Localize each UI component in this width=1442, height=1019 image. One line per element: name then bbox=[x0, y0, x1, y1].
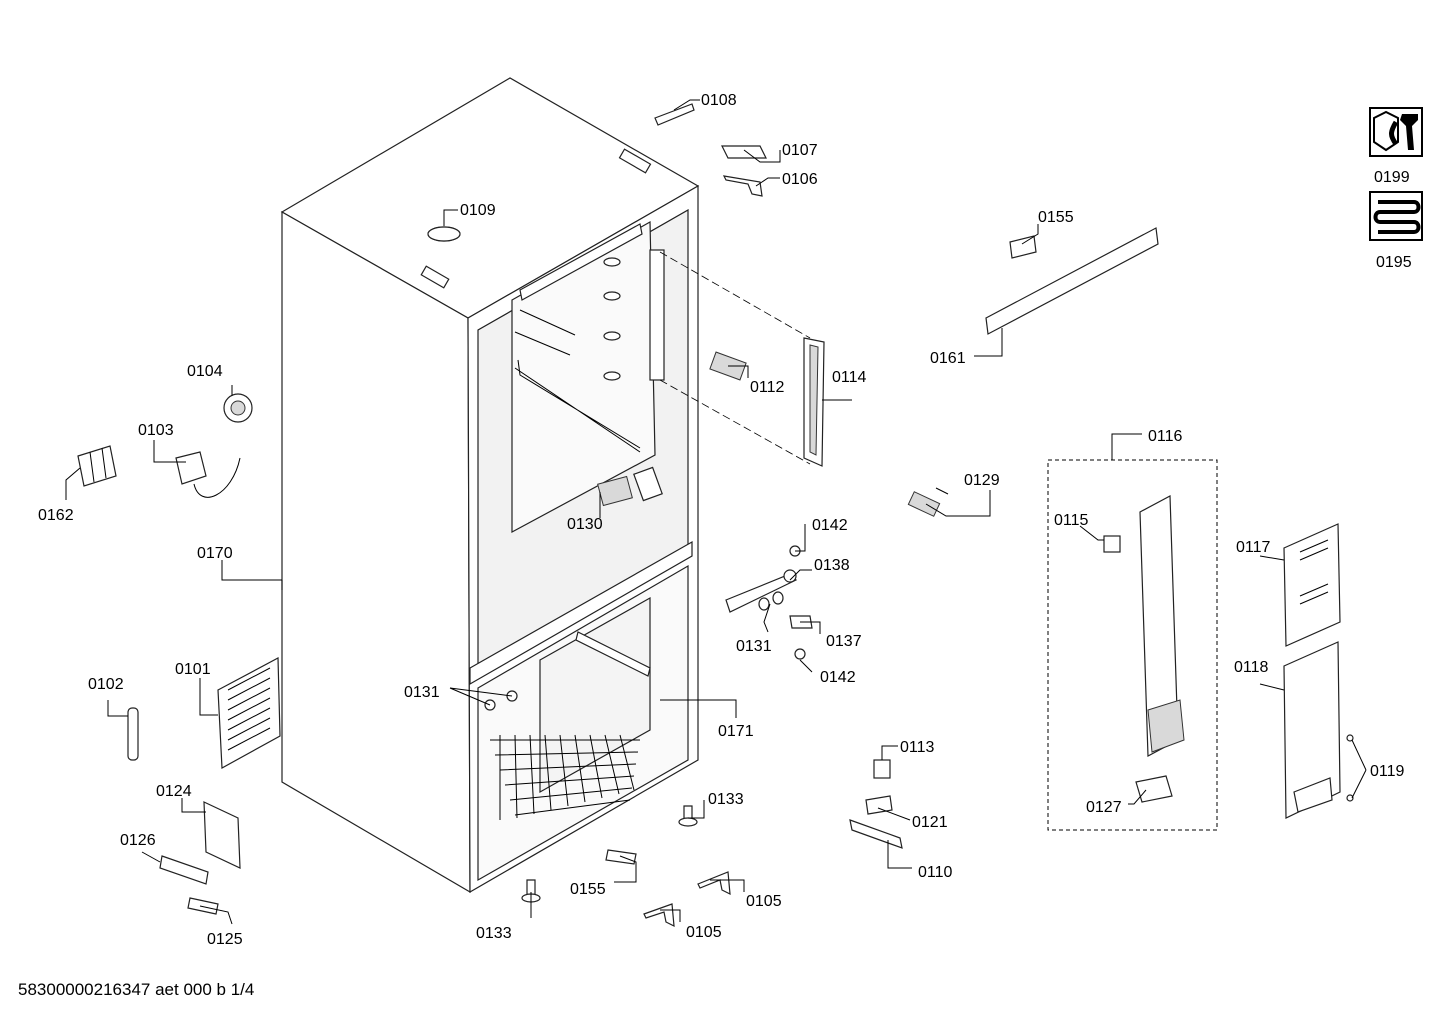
label-0108: 0108 bbox=[701, 92, 737, 109]
label-0137: 0137 bbox=[826, 633, 862, 650]
document-footer: 58300000216347 aet 000 b 1/4 bbox=[18, 980, 255, 999]
label-0162: 0162 bbox=[38, 507, 74, 524]
evaporator-coils bbox=[490, 734, 640, 820]
label-0155-lower: 0155 bbox=[570, 881, 606, 898]
label-0121: 0121 bbox=[912, 814, 948, 831]
label-0105-right: 0105 bbox=[746, 893, 782, 910]
label-0170: 0170 bbox=[197, 545, 233, 562]
label-0113: 0113 bbox=[900, 739, 935, 756]
label-0127: 0127 bbox=[1086, 799, 1122, 816]
label-0117: 0117 bbox=[1236, 539, 1271, 556]
shelf-supports bbox=[603, 257, 621, 381]
label-0138: 0138 bbox=[814, 557, 850, 574]
parts bbox=[77, 103, 1354, 928]
label-0125: 0125 bbox=[207, 931, 243, 948]
label-0107: 0107 bbox=[782, 142, 818, 159]
coil-icon bbox=[1369, 191, 1423, 241]
label-0101: 0101 bbox=[175, 661, 211, 678]
label-0130: 0130 bbox=[567, 516, 603, 533]
label-0112: 0112 bbox=[750, 379, 785, 396]
callout-labels: 0108 0107 0106 0109 0112 0114 0104 0103 … bbox=[38, 92, 1405, 948]
label-0142-upper: 0142 bbox=[812, 517, 848, 534]
label-0116: 0116 bbox=[1148, 428, 1183, 445]
label-0102: 0102 bbox=[88, 676, 124, 693]
label-0155-upper: 0155 bbox=[1038, 209, 1074, 226]
label-0142-lower: 0142 bbox=[820, 669, 856, 686]
label-0199: 0199 bbox=[1374, 169, 1410, 186]
label-0161: 0161 bbox=[930, 350, 966, 367]
exploded-parts-diagram: 0108 0107 0106 0109 0112 0114 0104 0103 … bbox=[38, 77, 1423, 948]
label-0133-upper: 0133 bbox=[708, 791, 744, 808]
label-0171: 0171 bbox=[718, 723, 754, 740]
label-0119: 0119 bbox=[1370, 763, 1405, 780]
label-0131-cabinet: 0131 bbox=[404, 684, 440, 701]
label-0126: 0126 bbox=[120, 832, 156, 849]
label-0110: 0110 bbox=[918, 864, 953, 881]
label-0109: 0109 bbox=[460, 202, 496, 219]
label-0133-lower: 0133 bbox=[476, 925, 512, 942]
vent-grille bbox=[597, 475, 633, 507]
label-0106: 0106 bbox=[782, 171, 818, 188]
label-0103: 0103 bbox=[138, 422, 174, 439]
label-0114: 0114 bbox=[832, 369, 867, 386]
label-0105-left: 0105 bbox=[686, 924, 722, 941]
label-0131-hinge: 0131 bbox=[736, 638, 772, 655]
label-0104: 0104 bbox=[187, 363, 223, 380]
leader-lines bbox=[65, 99, 1367, 925]
label-0115: 0115 bbox=[1054, 512, 1089, 529]
label-0195: 0195 bbox=[1376, 254, 1412, 271]
label-0129: 0129 bbox=[964, 472, 1000, 489]
tools-icon bbox=[1369, 107, 1423, 157]
label-0118: 0118 bbox=[1234, 659, 1269, 676]
label-0124: 0124 bbox=[156, 783, 192, 800]
cabinet-body bbox=[280, 77, 811, 894]
